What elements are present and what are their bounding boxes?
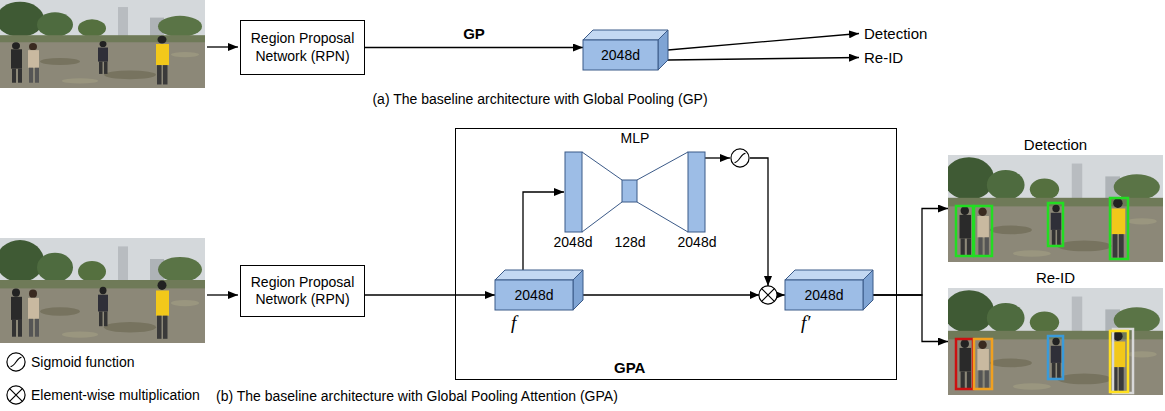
legend-item: Element-wise multiplication bbox=[6, 385, 200, 405]
output-label: Re-ID bbox=[862, 48, 905, 67]
connector bbox=[668, 58, 859, 61]
legend-icon bbox=[6, 385, 26, 405]
input-photo bbox=[0, 238, 205, 343]
multiply-symbol bbox=[759, 286, 777, 304]
reid-boxes bbox=[956, 329, 1133, 393]
process-box: Region Proposal Network (RPN) bbox=[240, 20, 365, 75]
cube-front bbox=[785, 280, 863, 310]
cube-label: 2048d bbox=[515, 287, 554, 303]
arrowhead bbox=[750, 291, 759, 299]
output-photo bbox=[944, 155, 1163, 262]
cube-front bbox=[583, 40, 658, 70]
cube-side bbox=[863, 270, 873, 310]
box-label: Region Proposal Network (RPN) bbox=[249, 30, 356, 65]
input-arrow bbox=[207, 46, 238, 47]
input-photo bbox=[0, 0, 205, 88]
cube-label: 2048d bbox=[601, 47, 640, 63]
mlp-layer bbox=[565, 152, 582, 232]
panel-title: Re-ID bbox=[1036, 269, 1075, 286]
result-panel: Re-ID bbox=[948, 288, 1163, 395]
connector bbox=[873, 209, 948, 296]
mlp-title: MLP bbox=[621, 130, 650, 146]
output-label-text: Re-ID bbox=[864, 49, 903, 66]
feature-cube: 2048d bbox=[583, 40, 658, 70]
feature-cube: 2048df′ bbox=[785, 280, 863, 310]
caption: (a) The baseline architecture with Globa… bbox=[372, 91, 707, 107]
connector bbox=[668, 34, 859, 51]
dimension-label: 2048d bbox=[678, 234, 717, 250]
input-arrow bbox=[207, 294, 238, 295]
legend-symbol bbox=[7, 386, 25, 404]
mlp-wire bbox=[705, 157, 730, 158]
connector bbox=[365, 47, 583, 48]
result-panel: Detection bbox=[948, 155, 1163, 262]
mlp-shape bbox=[545, 130, 725, 250]
legend-symbol bbox=[7, 353, 25, 371]
output-label-text: Detection bbox=[864, 25, 927, 42]
sigmoid-wire bbox=[750, 158, 768, 286]
cube-side bbox=[658, 30, 668, 70]
feature-symbol: f bbox=[511, 312, 516, 334]
feature-cube: 2048df bbox=[495, 280, 573, 310]
module-title: GPA bbox=[614, 359, 645, 376]
feature-symbol: f′ bbox=[801, 312, 810, 334]
cube-top bbox=[495, 270, 583, 280]
dimension-label: 2048d bbox=[554, 234, 593, 250]
legend-text: Sigmoid function bbox=[31, 354, 135, 370]
sigmoid-symbol bbox=[731, 149, 749, 167]
cube-label: 2048d bbox=[805, 287, 844, 303]
mlp-layer bbox=[688, 152, 705, 232]
module-box: GPA2048dfMLP2048d128d2048d2048df′ bbox=[455, 128, 897, 380]
box-label: Region Proposal Network (RPN) bbox=[249, 274, 356, 309]
caption: (b) The baseline architecture with Globa… bbox=[216, 388, 618, 404]
panel-title: Detection bbox=[1024, 136, 1087, 153]
edge-label: GP bbox=[461, 25, 487, 42]
legend-text: Element-wise multiplication bbox=[31, 387, 200, 403]
dimension-label: 128d bbox=[614, 234, 645, 250]
mlp-layer bbox=[622, 180, 637, 202]
connector bbox=[365, 294, 495, 295]
detection-boxes bbox=[956, 198, 1128, 259]
cube-side bbox=[573, 270, 583, 310]
legend-icon bbox=[6, 352, 26, 372]
mlp-links bbox=[582, 152, 688, 232]
cube-top bbox=[785, 270, 873, 280]
cube-top bbox=[583, 30, 668, 40]
connector bbox=[523, 192, 564, 270]
output-label: Detection bbox=[862, 24, 929, 43]
output-photo bbox=[944, 288, 1163, 395]
connector bbox=[873, 295, 948, 342]
process-box: Region Proposal Network (RPN) bbox=[240, 265, 365, 317]
cube-front bbox=[495, 280, 573, 310]
legend-item: Sigmoid function bbox=[6, 352, 135, 372]
mlp-block: MLP 2048d 128d 2048d bbox=[545, 130, 725, 250]
